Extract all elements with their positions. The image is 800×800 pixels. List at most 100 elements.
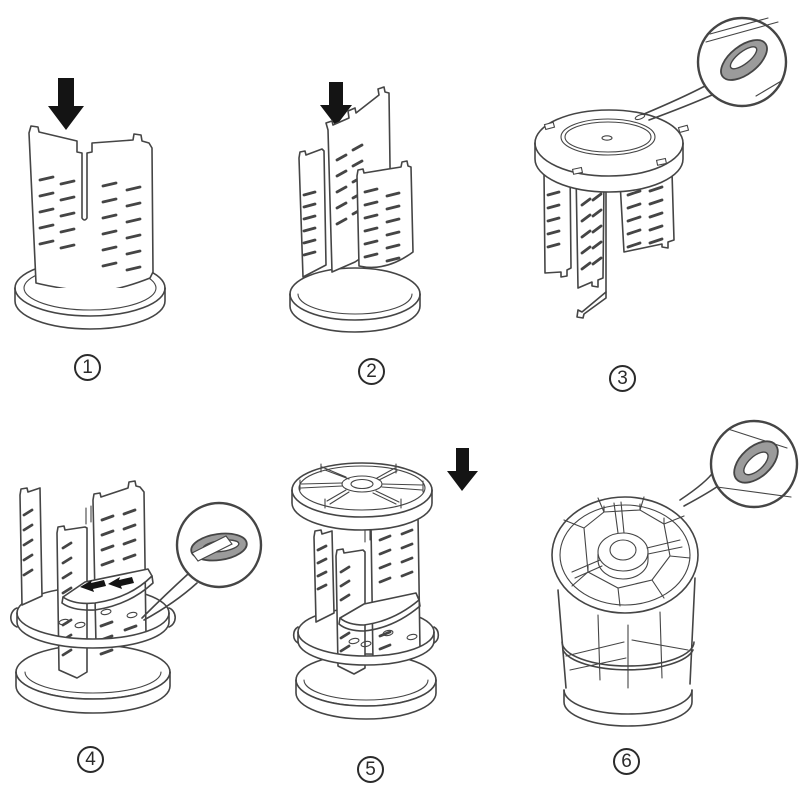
vent-slot-mark [302, 190, 317, 197]
vent-slot-mark [591, 208, 603, 218]
vent-slot-mark [38, 207, 55, 214]
vent-slot-mark [546, 190, 561, 197]
vent-slot-mark [59, 227, 76, 234]
vent-slot-mark [580, 245, 592, 255]
vent-slot-mark [99, 620, 114, 628]
vent-slot-mark [363, 252, 379, 259]
vent-slot-mark [99, 648, 114, 656]
vent-slot-mark [61, 541, 73, 550]
shelf-tab-in-slot [190, 532, 248, 562]
vent-slot-mark [363, 239, 379, 246]
vent-slot-mark [400, 528, 414, 536]
vent-slot-mark [101, 261, 118, 268]
vent-slot-mark [580, 197, 592, 207]
vent-slot-mark [546, 242, 561, 249]
vent-slot-mark [125, 249, 142, 256]
magnifier-callout [679, 419, 799, 509]
vent-slot-mark [385, 204, 401, 211]
radial-dividers [563, 496, 691, 607]
vent-slot-mark [316, 570, 328, 578]
vent-slot-mark [61, 586, 73, 595]
step2-illustration [289, 82, 421, 333]
vent-slot-mark [339, 565, 351, 574]
organizer-body [557, 577, 696, 727]
right-handle [433, 626, 440, 644]
vent-slot-mark [378, 630, 392, 638]
vent-slot-mark [363, 200, 379, 207]
vent-slot-mark [400, 570, 414, 578]
vent-slot-mark [125, 201, 142, 208]
step-number-badge: 1 [74, 354, 101, 381]
vent-slot-mark [38, 175, 55, 182]
rim-tab-slots [543, 113, 690, 175]
vent-slot-mark [122, 523, 137, 531]
vent-slot-mark [22, 508, 34, 517]
vent-slot-mark [316, 557, 328, 565]
vent-slot-mark [580, 229, 592, 239]
base-front-rim [15, 671, 171, 714]
vent-slot-mark [335, 185, 348, 194]
vent-slot-mark [351, 159, 364, 168]
vent-slot-mark [101, 181, 118, 188]
vent-slot-mark [125, 265, 142, 272]
step3-illustration [534, 16, 788, 319]
tray-divider-walls [299, 463, 424, 509]
bottom-rim [563, 689, 693, 715]
vent-slot-mark [580, 261, 592, 271]
vent-slots [38, 175, 142, 272]
vent-slot-mark [385, 230, 401, 237]
vent-slot-mark [378, 534, 392, 542]
vent-slot-mark [648, 224, 664, 232]
vent-slot-mark [335, 153, 348, 162]
vent-slot-mark [591, 256, 603, 266]
vent-slot-mark [363, 226, 379, 233]
vent-slot-mark [335, 217, 348, 226]
vent-slot-mark [100, 514, 115, 522]
mid-ring-front [292, 626, 440, 666]
vent-slot-mark [61, 556, 73, 565]
vent-slot-mark [59, 195, 76, 202]
vent-slot-mark [363, 213, 379, 220]
step5-illustration [291, 448, 478, 720]
down-arrow-icon [320, 82, 352, 126]
vent-slot-mark [339, 644, 351, 653]
base-disc-on-top [534, 109, 690, 193]
cross-legs [543, 165, 675, 319]
left-handle [10, 607, 18, 628]
panel-oval-slots [348, 629, 418, 648]
vent-slot-mark [316, 583, 328, 591]
vent-slot-mark [61, 648, 73, 657]
vent-slot-mark [101, 229, 118, 236]
panel-oval-slots [58, 608, 138, 629]
vent-slot-mark [125, 217, 142, 224]
vent-slot-mark [626, 189, 642, 197]
top-compartments [551, 496, 699, 614]
vent-slot-mark [339, 631, 351, 640]
center-pivot-hole [601, 135, 613, 141]
standing-panel-right [356, 160, 414, 269]
vent-slot-mark [626, 228, 642, 236]
vent-slot-mark [591, 224, 603, 234]
vent-slot-mark [38, 239, 55, 246]
magnifier-callout [643, 16, 788, 121]
vent-slot-mark [363, 187, 379, 194]
step-number-badge: 2 [358, 358, 385, 385]
vent-slot-mark [101, 213, 118, 220]
vent-slot-mark [61, 571, 73, 580]
vent-slot-mark [302, 226, 317, 233]
vent-slot-mark [385, 191, 401, 198]
base-front-rim [14, 287, 166, 330]
step4-illustration [10, 480, 263, 714]
vent-slot-mark [59, 211, 76, 218]
vent-slot-mark [38, 191, 55, 198]
vent-slot-mark [38, 223, 55, 230]
vent-slot-mark [378, 576, 392, 584]
vent-slot-mark [122, 538, 137, 546]
cross-panels [313, 506, 421, 675]
step-number-badge: 4 [77, 746, 104, 773]
vent-slot-mark [122, 553, 137, 561]
mid-ring-front [10, 607, 176, 649]
vent-slot-mark [100, 559, 115, 567]
vent-slot-mark [316, 544, 328, 552]
vent-slot-mark [335, 169, 348, 178]
